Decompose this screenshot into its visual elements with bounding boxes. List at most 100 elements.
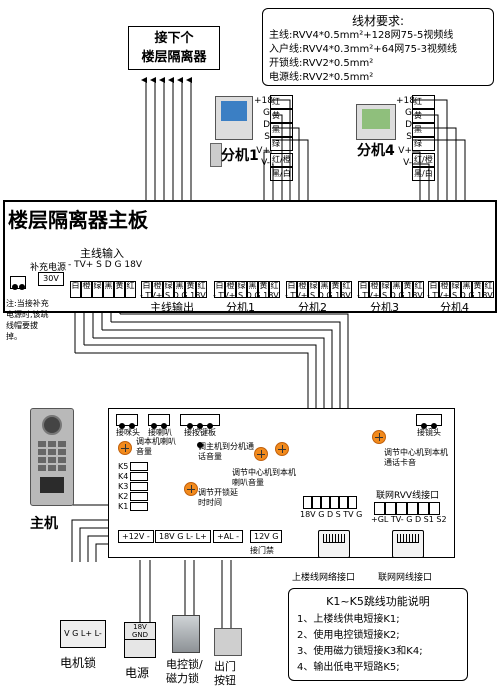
- requirement-power: 电源线:RVV2*0.5mm²: [269, 72, 374, 83]
- upstairs-terminal: [303, 494, 357, 513]
- term-orange: 橙: [81, 281, 92, 298]
- extension-4-pins: +18 G D S V+ V-: [396, 95, 415, 169]
- extension-1-label: 分机1: [221, 148, 259, 164]
- ext4-pin-g: G: [405, 108, 412, 118]
- ext4-color-2: 黄: [412, 109, 435, 123]
- mic-pin-2: [129, 423, 135, 429]
- term-e4-orange: 橙: [439, 281, 450, 298]
- terminal-ext4: 白橙绿黑黄红: [428, 273, 494, 298]
- electric-lock: V G L+ L-: [60, 620, 106, 648]
- up-t6: [348, 496, 357, 509]
- term-e4-green: 绿: [450, 281, 461, 298]
- term-black: 黑: [103, 281, 114, 298]
- output-ext4-pins: - TV+ S D G 18V: [427, 291, 493, 300]
- net-t3: [396, 502, 407, 515]
- knob-center-call-volume[interactable]: [372, 430, 386, 444]
- terminal-door-label: 12V G: [254, 532, 279, 541]
- spk-pin-1: [151, 423, 157, 429]
- ext4-color-3: 黑: [412, 123, 435, 137]
- terminal-ext3: 白橙绿黑黄红: [358, 273, 424, 298]
- up-t2: [312, 496, 321, 509]
- up-t3: [321, 496, 330, 509]
- upstairs-rj45-label: 上楼线网络接口: [292, 573, 356, 583]
- upstairs-pins: 18V G D S TV G: [300, 510, 363, 519]
- next-isolator-line1: 接下个: [154, 31, 194, 46]
- terminal-12v-label: +12V -: [122, 532, 150, 541]
- knob-call-volume[interactable]: [254, 447, 268, 461]
- header-speaker: 接喇叭: [148, 414, 172, 438]
- host-camera-icon: [42, 415, 62, 435]
- terminal-ext1: 白橙绿黑黄红: [214, 273, 280, 298]
- jumper-k1[interactable]: K1: [118, 502, 149, 512]
- requirement-main: 主线:RVV4*0.5mm²+128网75-5视频线: [269, 30, 454, 41]
- network-pins: +GL TV- G D S1 S2: [371, 515, 447, 524]
- jumper-k4[interactable]: K4: [118, 472, 149, 482]
- power-supply: 18V GND: [124, 622, 156, 658]
- jumper-block: K5 K4 K3 K2 K1: [118, 462, 149, 512]
- term-e2-yellow: 黄: [330, 281, 341, 298]
- extension-4-monitor: [356, 104, 396, 140]
- isolator-title: 楼层隔离器主板: [8, 208, 148, 232]
- term-e1-orange: 橙: [225, 281, 236, 298]
- knob-unlock-delay-label: 调节开锁延时时间: [198, 488, 238, 507]
- terminal-alarm-label: +AL -: [217, 532, 240, 541]
- jumper-k2[interactable]: K2: [118, 492, 149, 502]
- ext1-color-6: 黑/白: [270, 167, 293, 181]
- electric-lock-pins: V G L+ L-: [64, 629, 102, 638]
- header-keypad: 接按键板: [180, 414, 220, 448]
- knob-unlock-delay[interactable]: [184, 482, 198, 496]
- aux-jumper: [10, 276, 26, 290]
- header-speaker-label: 接喇叭: [148, 428, 172, 437]
- term-out-yellow: 黄: [185, 281, 196, 298]
- ext1-pin-vp: V+: [256, 146, 270, 156]
- term-e2-orange: 橙: [297, 281, 308, 298]
- mag-lock-label1: 电控锁/: [166, 658, 203, 671]
- next-isolator-box: 接下个 楼层隔离器: [128, 26, 220, 70]
- terminal-main-input: 白橙绿黑黄红: [70, 273, 136, 298]
- knob-center-speaker-volume[interactable]: [275, 442, 289, 456]
- door-switch-label: 接门禁: [250, 546, 274, 555]
- knob-speaker-volume[interactable]: [118, 441, 132, 455]
- jumper-k3[interactable]: K3: [118, 482, 149, 492]
- exit-label1: 出门: [214, 660, 236, 673]
- output-ext2-pins: - TV+ S D G 18V: [285, 291, 351, 300]
- net-t6: [429, 502, 440, 515]
- ext4-pin-s: S: [406, 132, 412, 142]
- aux-power-value: 30V: [43, 274, 59, 283]
- jumper-k4-label: K4: [118, 472, 129, 481]
- term-e3-white: 白: [358, 281, 369, 298]
- main-input-label: 主线输入: [80, 247, 124, 260]
- extension-1-pins: +18 G D S V+ V-: [254, 95, 273, 169]
- term-e2-green: 绿: [308, 281, 319, 298]
- knob-center-speaker-label: 调节中心机到本机喇叭音量: [232, 468, 296, 487]
- jumper-help-item-3: 3、使用磁力锁短接K3和K4;: [297, 646, 423, 657]
- extension-4-colors: 红 黄 黑 绿 红/橙 黑/白: [404, 95, 435, 181]
- knob-speaker-volume-label: 调本机喇叭音量: [136, 437, 176, 456]
- mic-pin-1: [119, 423, 125, 429]
- knob-center-call-label: 调节中心机到本机通话卡音: [384, 448, 448, 467]
- jumper-k5[interactable]: K5: [118, 462, 149, 472]
- net-t2: [385, 502, 396, 515]
- term-e3-green: 绿: [380, 281, 391, 298]
- term-e1-yellow: 黄: [258, 281, 269, 298]
- term-e2-white: 白: [286, 281, 297, 298]
- host-panel: [30, 408, 74, 506]
- term-e1-green: 绿: [236, 281, 247, 298]
- ext1-color-3: 黑: [270, 123, 293, 137]
- terminal-alarm: +AL -: [213, 530, 244, 543]
- main-input-pins: - TV+ S D G 18V: [68, 260, 142, 270]
- term-yellow: 黄: [114, 281, 125, 298]
- terminal-main-output: 白橙绿黑黄红: [141, 273, 207, 298]
- jumper-k3-label: K3: [118, 482, 129, 491]
- output-ext1-label: 分机1: [226, 301, 255, 314]
- ext1-pin-d: D: [263, 120, 270, 130]
- net-t5: [418, 502, 429, 515]
- term-e3-red: 红: [413, 281, 424, 298]
- output-ext4-label: 分机4: [440, 301, 469, 314]
- power-pins: 18V GND: [125, 623, 155, 640]
- electric-lock-label: 电机锁: [60, 656, 97, 670]
- ext1-pin-vm: V-: [261, 158, 270, 168]
- output-ext3-label: 分机3: [370, 301, 399, 314]
- cam-pin-1: [421, 423, 427, 429]
- jumper-help-box: K1~K5跳线功能说明 1、上楼线供电短接K1; 2、使用电控锁短接K2; 3、…: [288, 588, 468, 681]
